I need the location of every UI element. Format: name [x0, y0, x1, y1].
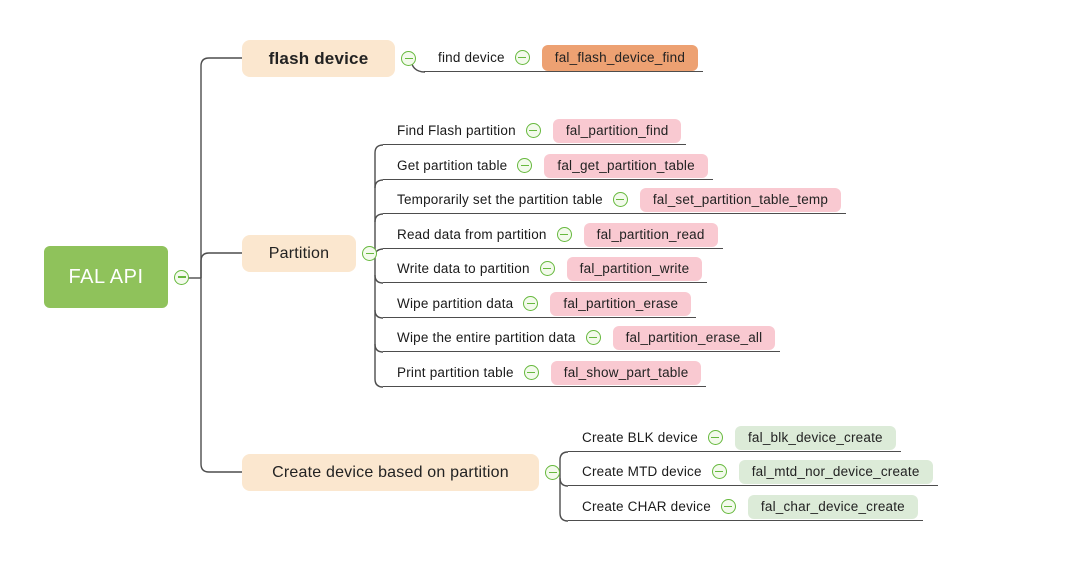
branch-label[interactable]: flash device: [242, 40, 395, 77]
child-row-find-device[interactable]: find device fal_flash_device_find: [424, 44, 704, 72]
root-node-label[interactable]: FAL API: [44, 246, 168, 308]
api-node[interactable]: fal_get_partition_table: [544, 153, 708, 178]
child-label: Find Flash partition: [397, 123, 516, 138]
child-row-read-data[interactable]: Read data from partition fal_partition_r…: [383, 221, 723, 249]
collapse-icon[interactable]: [517, 158, 533, 173]
collapse-icon[interactable]: [545, 465, 560, 480]
api-node[interactable]: fal_show_part_table: [550, 360, 702, 385]
child-label: Read data from partition: [397, 227, 547, 242]
api-node[interactable]: fal_partition_erase_all: [612, 325, 776, 350]
collapse-icon[interactable]: [556, 227, 572, 242]
api-node[interactable]: fal_flash_device_find: [541, 44, 699, 71]
api-node[interactable]: fal_partition_erase: [550, 291, 692, 316]
child-row-wipe-entire-partition[interactable]: Wipe the entire partition data fal_parti…: [383, 324, 781, 352]
branch-label[interactable]: Create device based on partition: [242, 454, 539, 491]
api-node[interactable]: fal_partition_read: [583, 222, 718, 247]
child-label: Create MTD device: [582, 464, 702, 479]
child-label: Create CHAR device: [582, 499, 711, 514]
child-row-wipe-partition-data[interactable]: Wipe partition data fal_partition_erase: [383, 290, 697, 318]
collapse-icon[interactable]: [362, 246, 377, 261]
child-label: Get partition table: [397, 158, 508, 173]
branch-partition[interactable]: Partition: [242, 235, 377, 272]
api-node[interactable]: fal_char_device_create: [747, 494, 918, 519]
child-label: Print partition table: [397, 365, 514, 380]
branch-create-device[interactable]: Create device based on partition: [242, 454, 560, 491]
collapse-icon[interactable]: [612, 192, 628, 207]
child-label: Wipe partition data: [397, 296, 514, 311]
child-row-find-flash-partition[interactable]: Find Flash partition fal_partition_find: [383, 117, 687, 145]
api-node[interactable]: fal_set_partition_table_temp: [639, 187, 842, 212]
collapse-icon[interactable]: [539, 261, 555, 276]
collapse-icon[interactable]: [523, 296, 539, 311]
collapse-icon[interactable]: [523, 365, 539, 380]
child-row-write-data[interactable]: Write data to partition fal_partition_wr…: [383, 255, 708, 283]
api-node[interactable]: fal_partition_write: [566, 256, 703, 281]
collapse-icon[interactable]: [514, 50, 530, 65]
child-row-print-partition-table[interactable]: Print partition table fal_show_part_tabl…: [383, 359, 707, 387]
child-row-create-blk-device[interactable]: Create BLK device fal_blk_device_create: [568, 424, 901, 452]
child-label: Wipe the entire partition data: [397, 330, 576, 345]
child-label: find device: [438, 50, 505, 65]
branch-label[interactable]: Partition: [242, 235, 356, 272]
collapse-icon[interactable]: [707, 430, 723, 445]
child-label: Temporarily set the partition table: [397, 192, 603, 207]
root-node-fal-api[interactable]: FAL API: [44, 246, 189, 308]
collapse-icon[interactable]: [720, 499, 736, 514]
collapse-icon[interactable]: [401, 51, 416, 66]
collapse-icon[interactable]: [711, 464, 727, 479]
api-node[interactable]: fal_blk_device_create: [734, 425, 896, 450]
branch-flash-device[interactable]: flash device: [242, 40, 416, 77]
child-row-get-partition-table[interactable]: Get partition table fal_get_partition_ta…: [383, 152, 713, 180]
child-row-set-partition-table-temp[interactable]: Temporarily set the partition table fal_…: [383, 186, 847, 214]
collapse-icon[interactable]: [525, 123, 541, 138]
child-row-create-char-device[interactable]: Create CHAR device fal_char_device_creat…: [568, 493, 923, 521]
child-label: Create BLK device: [582, 430, 698, 445]
api-node[interactable]: fal_partition_find: [552, 118, 682, 143]
collapse-icon[interactable]: [585, 330, 601, 345]
child-label: Write data to partition: [397, 261, 530, 276]
collapse-icon[interactable]: [174, 269, 189, 285]
child-row-create-mtd-device[interactable]: Create MTD device fal_mtd_nor_device_cre…: [568, 458, 938, 486]
api-node[interactable]: fal_mtd_nor_device_create: [738, 459, 933, 484]
